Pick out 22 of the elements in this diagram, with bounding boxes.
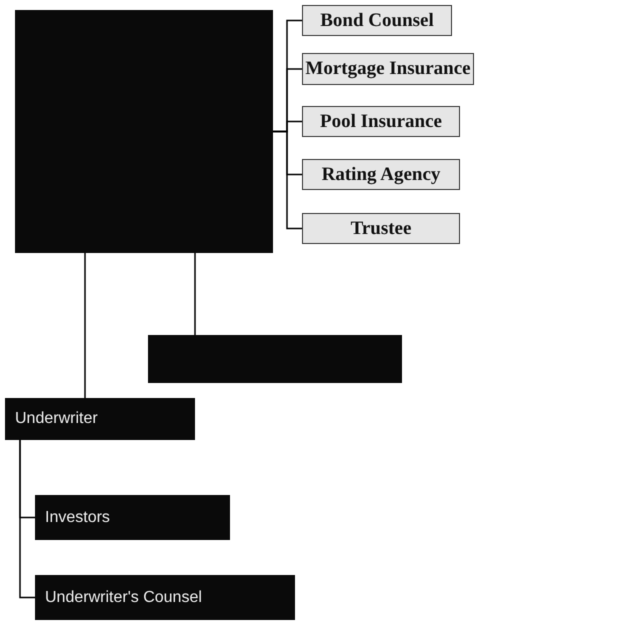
party-box [302, 5, 452, 36]
box-label: Bond Counsel [320, 10, 434, 32]
connector-line [19, 440, 35, 598]
box-label: Trustee [350, 218, 412, 240]
connector-line [84, 253, 86, 398]
dark-label-box [35, 575, 295, 620]
party-box [302, 106, 460, 137]
box-label: Underwriter's Counsel [45, 588, 202, 606]
blank-box [148, 335, 402, 383]
box-label: Pool Insurance [320, 110, 442, 132]
connector-line [273, 130, 302, 230]
dark-label-box [5, 398, 195, 440]
box-label: Mortgage Insurance [305, 58, 471, 80]
box-label: Rating Agency [322, 164, 440, 186]
box-label: Underwriter [15, 410, 98, 428]
party-box [302, 213, 460, 244]
box-label: Investors [45, 508, 110, 526]
party-box [302, 159, 460, 190]
dark-label-box [35, 495, 230, 540]
party-box [302, 53, 474, 85]
blank-box [15, 10, 273, 253]
connector-line [194, 253, 196, 335]
